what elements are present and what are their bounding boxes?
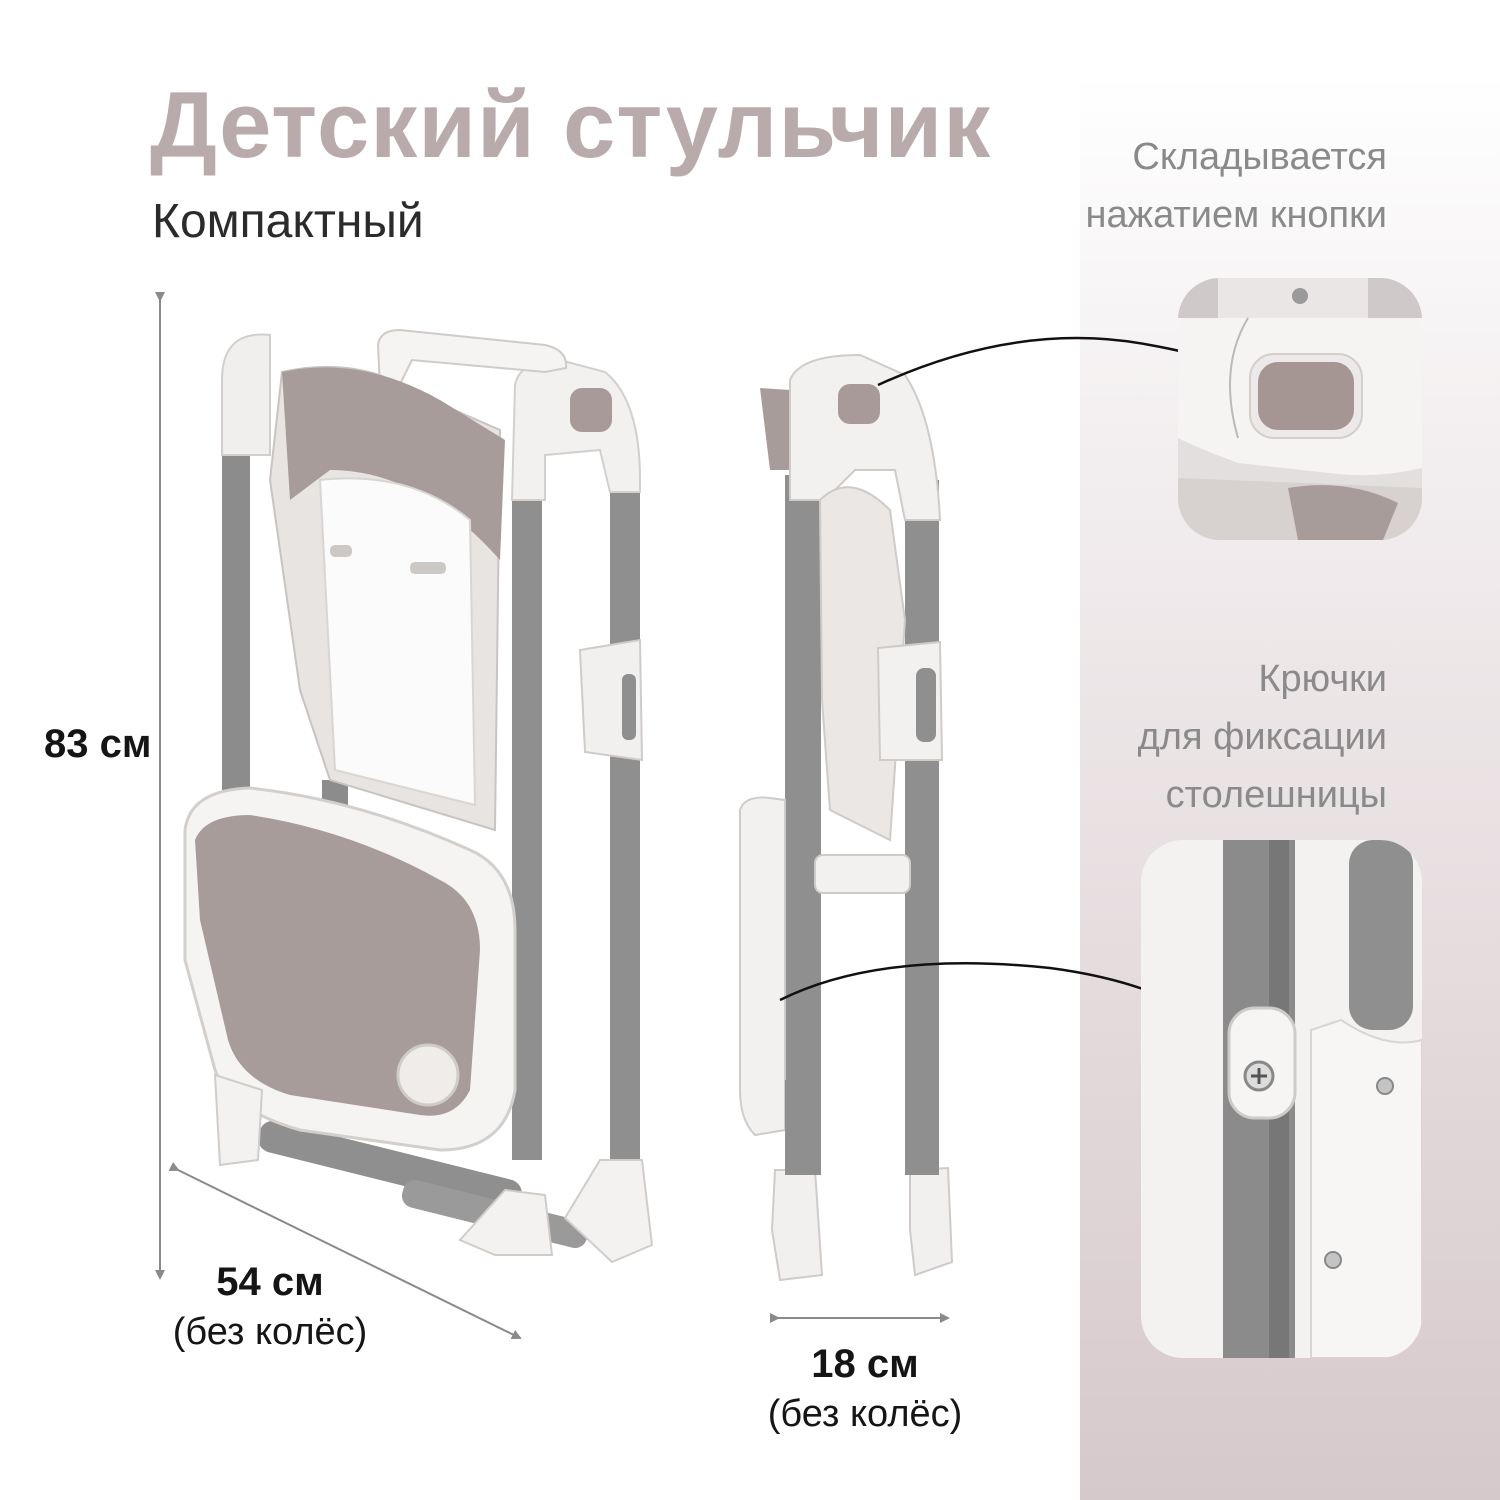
tray-hook-closeup-icon xyxy=(1141,840,1422,1358)
width-dimension-value: 54 см xyxy=(216,1260,324,1304)
page-subtitle: Компактный xyxy=(152,195,424,248)
width-dimension-arrow xyxy=(168,1161,522,1339)
feature-fold-line-2: нажатием кнопки xyxy=(1085,194,1387,236)
fold-button-closeup-icon xyxy=(1178,278,1422,540)
width-dimension-label: 54 см (без колёс) xyxy=(160,1258,380,1358)
width-dimension-note: (без колёс) xyxy=(172,1311,368,1353)
chair-side-view xyxy=(739,353,954,1282)
feature-hooks-line-1: Крючки xyxy=(1258,658,1387,700)
feature-hooks-caption: Крючки для фиксации столешницы xyxy=(1138,650,1387,824)
height-dimension-value: 83 см xyxy=(44,722,152,766)
depth-dimension-label: 18 см (без колёс) xyxy=(760,1340,970,1440)
page-title: Детский стульчик xyxy=(150,72,992,177)
feature-fold-caption: Складывается нажатием кнопки xyxy=(1086,128,1387,244)
fold-button-closeup xyxy=(1178,278,1422,540)
height-dimension-label: 83 см xyxy=(44,720,152,768)
feature-fold-line-1: Складывается xyxy=(1132,136,1387,178)
feature-hooks-line-2: для фиксации xyxy=(1137,716,1387,758)
feature-hooks-line-3: столешницы xyxy=(1165,774,1387,816)
depth-dimension-value: 18 см xyxy=(811,1342,919,1386)
tray-hook-closeup xyxy=(1141,840,1422,1358)
chair-front-view xyxy=(183,328,654,1264)
depth-dimension-note: (без колёс) xyxy=(767,1393,963,1435)
